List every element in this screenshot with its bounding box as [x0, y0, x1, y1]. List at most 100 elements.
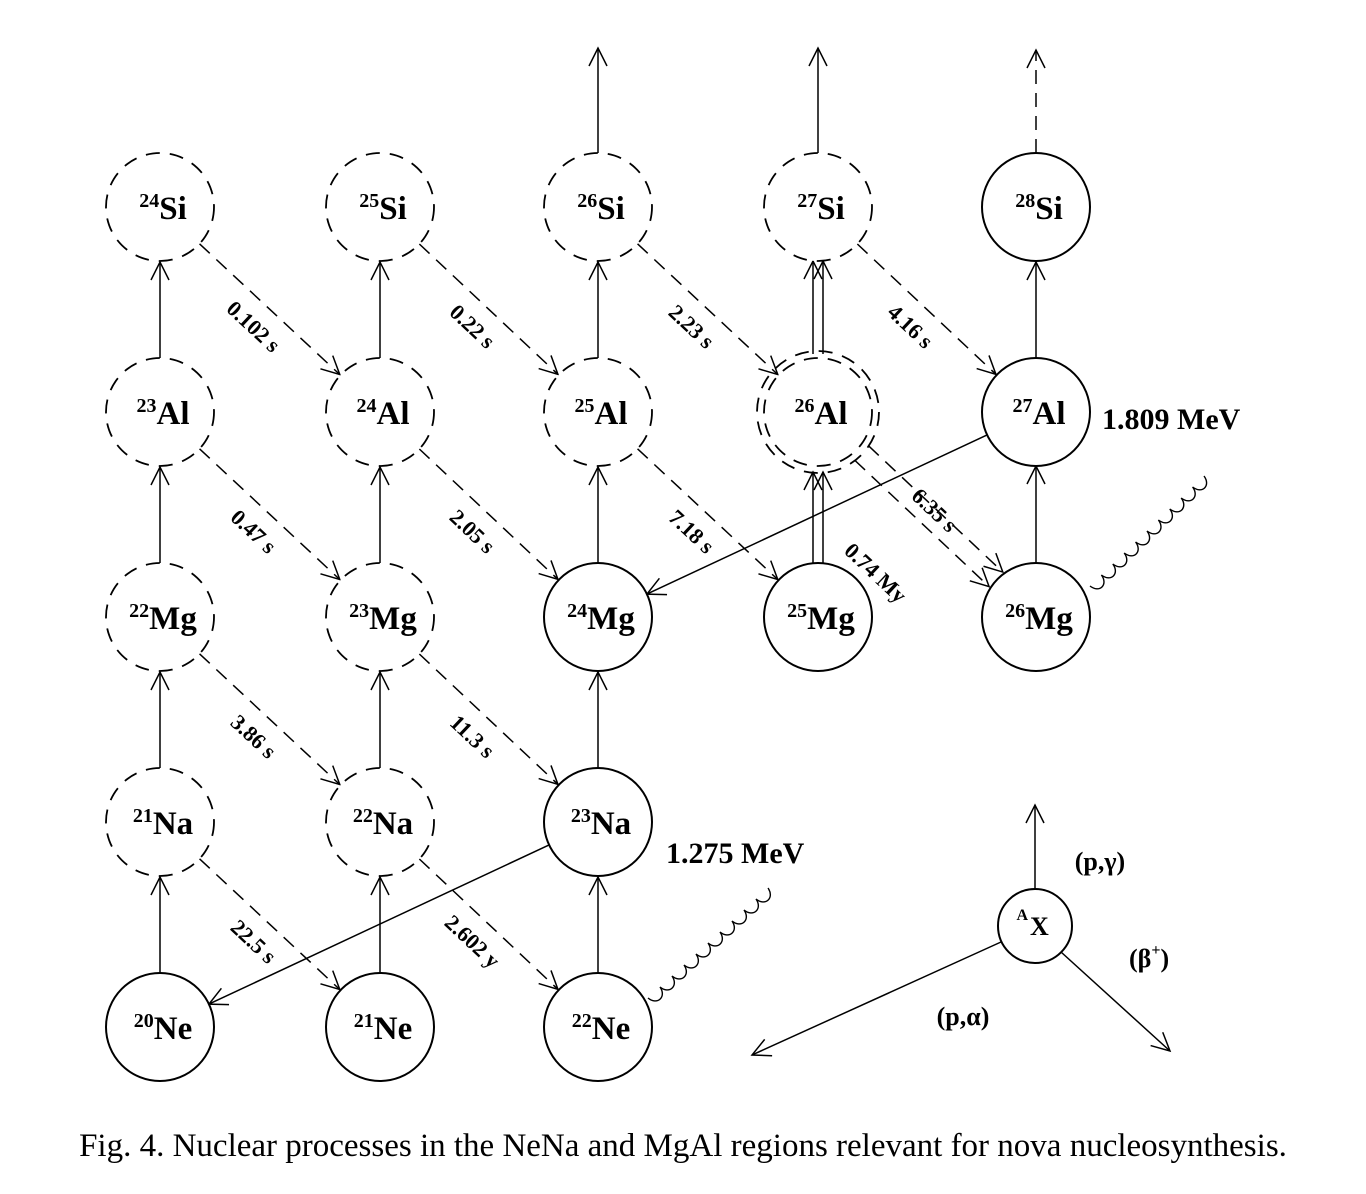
nuclide-node-si28: 28Si [981, 152, 1091, 262]
nuclide-symbol: Al [595, 396, 628, 432]
nuclide-mass-number: 27 [797, 190, 817, 212]
nuclide-node-mg23: 23Mg [325, 562, 435, 672]
half-life-label-mg23-na23: 11.3 s [445, 710, 500, 764]
nuclide-mass-number: 23 [137, 395, 157, 417]
nuclide-label: 21Ne [354, 1010, 412, 1047]
nuclide-mass-number: 25 [787, 600, 807, 622]
legend-p-alpha-arrow [750, 941, 1002, 1057]
legend-beta-plus-close: ) [1160, 944, 1169, 973]
nuclide-symbol: Si [1035, 191, 1063, 227]
nuclide-symbol: Si [159, 191, 187, 227]
beta-plus-decay-arrow-si27-al27 [856, 243, 998, 376]
nuclide-label: 25Si [359, 190, 407, 227]
nuclide-circle [981, 562, 1091, 672]
beta-plus-decay-arrow-na21-ne21 [198, 858, 341, 991]
figure-caption: Fig. 4. Nuclear processes in the NeNa an… [79, 1128, 1287, 1164]
nuclide-circle [325, 152, 435, 262]
nuclide-circle [543, 972, 653, 1082]
nuclide-label: 22Mg [129, 600, 197, 637]
legend-node-mass: A [1016, 907, 1028, 924]
nuclide-circle [543, 152, 653, 262]
nuclide-mass-number: 23 [571, 805, 591, 827]
nuclide-label: 26Si [577, 190, 625, 227]
beta-plus-decay-arrow-al26-mg26 [868, 445, 1005, 574]
legend-node-symbol: X [1030, 912, 1049, 941]
half-life-label-al23-mg23: 0.47 s [226, 504, 282, 558]
nuclide-symbol: Na [591, 806, 631, 842]
nuclide-node-si27: 27Si [763, 152, 873, 262]
nuclide-circle [981, 357, 1091, 467]
nuclide-label: 26Al [795, 395, 848, 432]
gamma-ray-wiggle-ne22 [647, 887, 772, 1002]
nuclide-label: 22Na [353, 805, 413, 842]
beta-plus-decay-arrow-mg23-na23 [418, 653, 560, 786]
legend-beta-plus-label: (β+) [1129, 942, 1169, 973]
p-alpha-arrow-al27-mg24 [645, 434, 988, 596]
legend-p-gamma-label: (p,γ) [1075, 847, 1125, 876]
half-life-label-al25-mg25: 7.18 s [664, 504, 720, 558]
gamma-energy-label-al27: 1.809 MeV [1102, 403, 1241, 436]
nuclide-mass-number: 24 [357, 395, 377, 417]
nuclide-node-al27: 27Al [981, 357, 1091, 467]
beta-plus-decay-arrow-si24-al24 [198, 243, 341, 376]
nuclide-mass-number: 25 [575, 395, 595, 417]
nuclide-node-si26: 26Si [543, 152, 653, 262]
nuclide-circle [981, 152, 1091, 262]
nuclide-label: 22Ne [572, 1010, 630, 1047]
nuclide-mass-number: 21 [354, 1010, 374, 1032]
beta-plus-decay-arrow-al23-mg23 [198, 448, 341, 581]
nuclide-mass-number: 24 [567, 600, 587, 622]
nuclide-symbol: Ne [374, 1011, 412, 1047]
nuclide-label: 24Al [357, 395, 410, 432]
nuclide-circle [543, 357, 653, 467]
nuclide-circle [105, 972, 215, 1082]
nuclide-label: 24Si [139, 190, 187, 227]
half-life-label-na21-ne21: 22.5 s [226, 914, 282, 968]
p-alpha-arrow-na23-ne20 [207, 844, 550, 1006]
nuclide-label: 23Mg [349, 600, 417, 637]
beta-plus-decay-arrow-si26-al26 [636, 243, 779, 376]
half-life-label-mg22-na22: 3.86 s [226, 709, 282, 763]
nuclide-label: 23Al [137, 395, 190, 432]
nuclide-circle [325, 357, 435, 467]
beta-plus-decay-arrow-al24-mg24 [418, 448, 560, 581]
half-life-label-al24-mg24: 2.05 s [445, 504, 501, 559]
nuclide-node-al24: 24Al [325, 357, 435, 467]
half-life-label-si27-al27: 4.16 s [883, 299, 939, 354]
nuclide-label: 27Al [1013, 395, 1066, 432]
nuclide-label: 23Na [571, 805, 631, 842]
nuclide-symbol: Na [373, 806, 413, 842]
nuclide-symbol: Al [815, 396, 848, 432]
nuclide-circle [763, 562, 873, 672]
nuclide-circle [543, 767, 653, 877]
nuclide-node-mg25: 25Mg [763, 562, 873, 672]
legend: A X (p,γ) (β+) (p,α) [750, 803, 1172, 1057]
nuclide-symbol: Si [379, 191, 407, 227]
nuclide-node-na21: 21Na [105, 767, 215, 877]
nuclide-label: 24Mg [567, 600, 635, 637]
nuclide-isomer-circle [756, 350, 880, 474]
gamma-energy-label-na23: 1.275 MeV [666, 837, 805, 870]
nuclide-label: 20Ne [134, 1010, 192, 1047]
nuclide-circle [105, 767, 215, 877]
nuclide-label: 25Mg [787, 600, 855, 637]
nuclide-symbol: Al [377, 396, 410, 432]
nuclide-label: 28Si [1015, 190, 1063, 227]
nuclide-node-mg22: 22Mg [105, 562, 215, 672]
half-life-label-na22-ne22: 2.602 y [440, 910, 505, 973]
nuclide-symbol: Mg [807, 601, 855, 637]
nuclide-node-al25: 25Al [543, 357, 653, 467]
beta-plus-decay-arrow-al25-mg25 [636, 448, 779, 581]
nuclide-circle [325, 767, 435, 877]
nuclide-symbol: Mg [369, 601, 417, 637]
nuclide-circle [105, 152, 215, 262]
nuclide-mass-number: 21 [133, 805, 153, 827]
nuclide-mass-number: 26 [1005, 600, 1025, 622]
beta-plus-decay-arrow-na22-ne22 [418, 858, 560, 991]
legend-beta-plus-arrow [1060, 951, 1172, 1053]
nuclide-node-ne21: 21Ne [325, 972, 435, 1082]
nuclide-node-si25: 25Si [325, 152, 435, 262]
nuclide-mass-number: 20 [134, 1010, 154, 1032]
nuclide-circle [105, 357, 215, 467]
